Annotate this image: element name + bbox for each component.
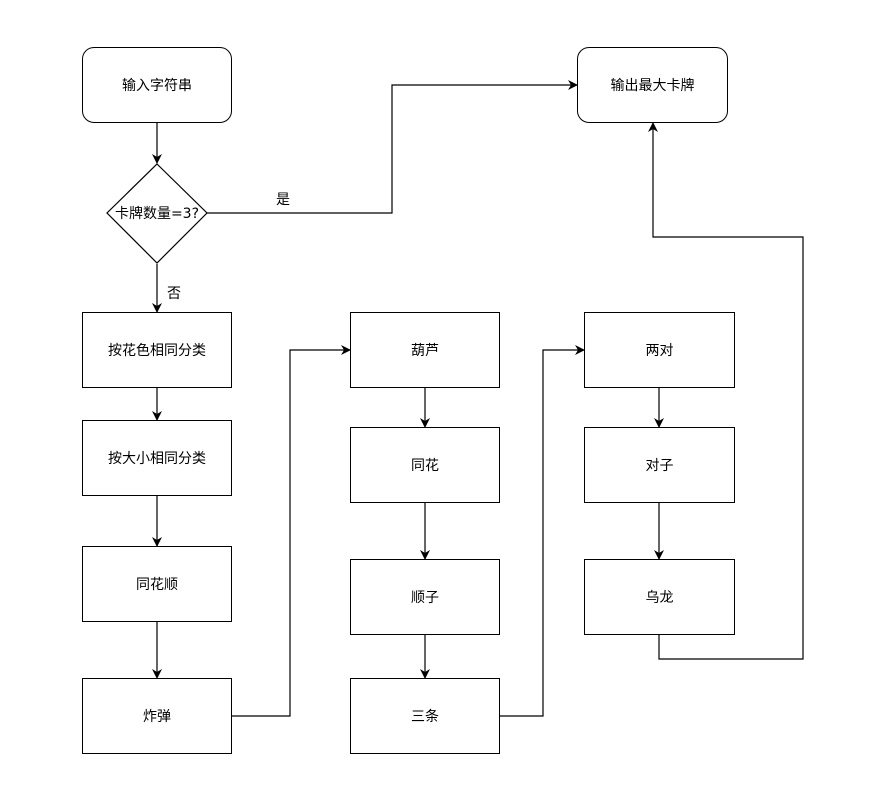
sort-by-suit-label: 按花色相同分类 — [108, 343, 206, 359]
edge-bomb-to-full-house — [232, 345, 351, 717]
output-node-label: 输出最大卡牌 — [610, 78, 695, 94]
sort-by-rank-label: 按大小相同分类 — [108, 451, 206, 467]
full-house-label: 葫芦 — [411, 343, 439, 359]
edge-decision-yes-to-output — [206, 80, 578, 214]
edge-three-to-two-pair — [500, 345, 585, 717]
high-card-label: 乌龙 — [645, 590, 674, 606]
input-node: 输入字符串 — [82, 47, 232, 123]
high-card-node: 乌龙 — [584, 559, 735, 635]
bomb-label: 炸弹 — [143, 709, 171, 725]
edge-label-yes: 是 — [276, 192, 290, 208]
output-node: 输出最大卡牌 — [577, 47, 728, 123]
two-pair-node: 两对 — [584, 312, 735, 388]
decision-node-label-box: 卡牌数量=3? — [100, 200, 214, 226]
decision-node-label: 卡牌数量=3? — [114, 206, 200, 222]
straight-label: 顺子 — [411, 590, 439, 606]
edge-label-no: 否 — [167, 286, 181, 302]
full-house-node: 葫芦 — [350, 312, 500, 388]
three-of-a-kind-node: 三条 — [350, 678, 500, 754]
straight-flush-node: 同花顺 — [82, 546, 232, 622]
flush-node: 同花 — [350, 427, 500, 503]
three-of-a-kind-label: 三条 — [411, 709, 439, 725]
pair-node: 对子 — [584, 427, 735, 503]
edge-high-card-to-output — [648, 122, 804, 660]
straight-flush-label: 同花顺 — [136, 577, 178, 593]
input-node-label: 输入字符串 — [122, 78, 192, 94]
decision-diamond — [106, 163, 208, 264]
pair-label: 对子 — [645, 458, 674, 474]
bomb-node: 炸弹 — [82, 678, 232, 754]
sort-by-suit-node: 按花色相同分类 — [82, 312, 232, 388]
two-pair-label: 两对 — [645, 343, 674, 359]
flush-label: 同花 — [411, 458, 439, 474]
straight-node: 顺子 — [350, 559, 500, 635]
sort-by-rank-node: 按大小相同分类 — [82, 420, 232, 496]
